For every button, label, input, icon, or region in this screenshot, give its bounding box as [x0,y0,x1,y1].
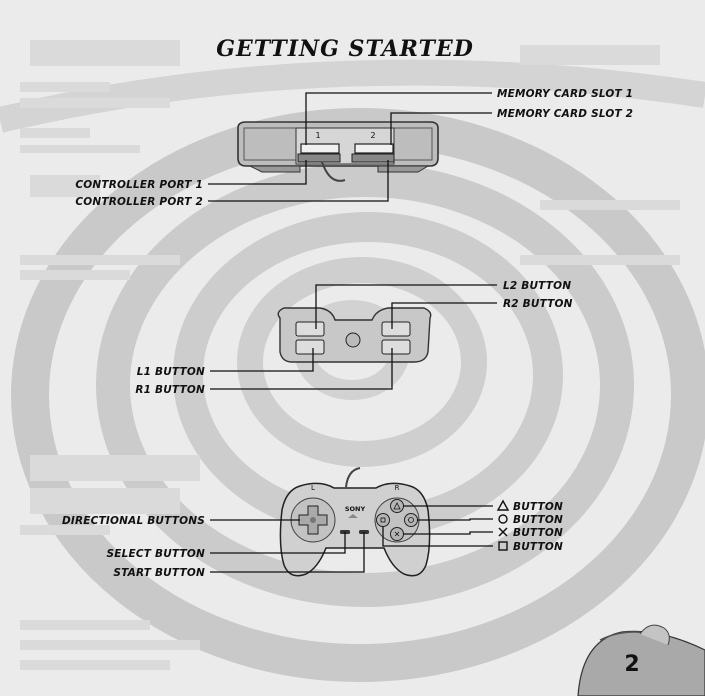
console-leader-lines [208,92,492,202]
r1-button-label: R1 BUTTON [135,384,205,396]
memory-card-slot-1 [300,143,340,154]
select-button-label: SELECT BUTTON [106,548,205,560]
memory-card-slot-2-label: MEMORY CARD SLOT 2 [497,108,633,120]
start-button-label: START BUTTON [113,567,205,579]
port-number-1: 1 [315,131,320,140]
circle-icon [498,514,508,524]
controller-port-1 [297,153,341,163]
l1-button-label: L1 BUTTON [137,366,205,378]
playstation-console-diagram: 1 2 [237,121,439,182]
square-icon [498,541,508,551]
triangle-button-label: BUTTON [513,501,563,513]
circle-button-label: BUTTON [513,514,563,526]
page-title: GETTING STARTED [216,36,474,62]
ghost-text [20,40,680,670]
l2-button-label: L2 BUTTON [503,280,571,292]
cross-icon [498,527,508,537]
square-button-label: BUTTON [513,541,563,553]
cross-button-label: BUTTON [513,527,563,539]
port-number-2: 2 [370,131,375,140]
r2-button-label: R2 BUTTON [503,298,573,310]
page-number: 2 [624,652,639,677]
controller-port-2 [351,153,395,163]
svg-text:L: L [311,484,315,492]
sony-logo: SONY [345,505,366,513]
shoulder-leader-lines [210,284,497,390]
svg-text:R: R [395,484,400,492]
square-button-face [376,513,390,527]
triangle-button-face [390,499,404,513]
memory-card-slot-2 [354,143,394,154]
controller-leader-lines [210,505,493,573]
circle-button-face [404,513,418,527]
directional-buttons-label: DIRECTIONAL BUTTONS [62,515,205,527]
page-number-badge: 2 [577,624,705,696]
controller-port-1-label: CONTROLLER PORT 1 [75,179,203,191]
memory-card-slot-1-label: MEMORY CARD SLOT 1 [497,88,633,100]
controller-port-2-label: CONTROLLER PORT 2 [75,196,203,208]
triangle-icon [496,499,510,511]
